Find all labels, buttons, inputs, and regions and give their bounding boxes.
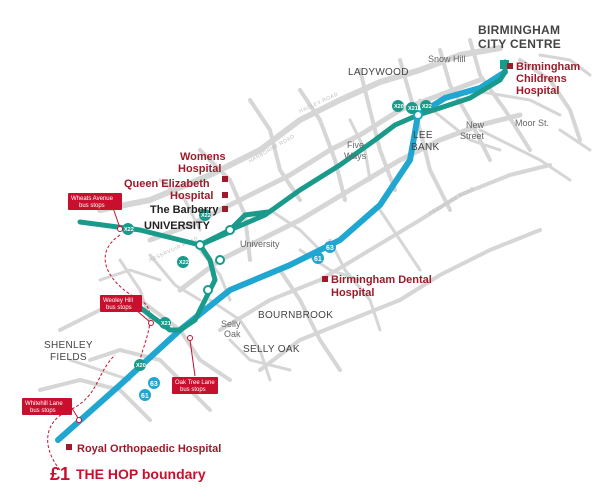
badge-63-south: 63: [150, 381, 158, 388]
area-bournbrook: BOURNBROOK: [258, 310, 333, 321]
area-new-street-2: Street: [460, 131, 485, 141]
poi-marker: [322, 276, 328, 282]
area-shenley-1: SHENLEY: [44, 340, 93, 351]
poi-childrens-2: Childrens: [516, 73, 567, 85]
poi-marker: [507, 63, 513, 69]
area-moor-st: Moor St.: [515, 118, 549, 128]
badge-x22-south: X22: [179, 260, 189, 266]
badge-x21-lee: X21: [408, 106, 418, 112]
poi-barberry-label: The Barberry: [150, 204, 219, 216]
bus-stop-wheats-2: bus stops: [79, 203, 105, 209]
poi-qe-1: Queen Elizabeth: [124, 178, 210, 190]
area-selly-oak-caps: SELLY OAK: [243, 344, 300, 355]
area-selly-oak-1: Selly: [221, 319, 241, 329]
route-nodes: [195, 110, 423, 295]
poi-childrens-3: Hospital: [516, 85, 559, 97]
city-terminus-marker: [500, 60, 509, 69]
poi-childrens: Birmingham Childrens Hospital: [507, 61, 580, 97]
area-shenley-2: FIELDS: [50, 352, 87, 363]
poi-orthopaedic-label: Royal Orthopaedic Hospital: [77, 443, 221, 455]
poi-marker: [222, 176, 228, 182]
badge-x22-lee: X22: [422, 104, 432, 110]
badge-x21: X21: [161, 321, 171, 327]
route-61-63-line: [55, 69, 508, 443]
bus-stop-whitehill-1: Whitehill Lane: [25, 401, 63, 407]
poi-orthopaedic: Royal Orthopaedic Hospital: [66, 443, 221, 455]
area-snow-hill: Snow Hill: [428, 54, 466, 64]
area-new-street-1: New: [466, 120, 485, 130]
bus-stop-whitehill-2: bus stops: [30, 408, 56, 414]
poi-marker: [222, 192, 228, 198]
boundary-legend: £1 THE HOP boundary: [50, 464, 206, 484]
badge-61-south: 61: [141, 393, 149, 400]
area-ladywood: LADYWOOD: [348, 67, 409, 78]
badge-x22-uni: X22: [201, 213, 211, 219]
badge-x20-south: X20: [136, 363, 146, 369]
area-lee-bank-1: LEE: [413, 130, 433, 141]
bus-stop-oak-tree-2: bus stops: [180, 387, 206, 393]
area-city-centre-1: BIRMINGHAM: [478, 23, 560, 37]
poi-womens: Womens Hospital: [178, 151, 228, 182]
poi-marker: [66, 444, 72, 450]
bus-stop-wheats: Wheats Avenue bus stops: [68, 193, 123, 232]
poi-qe: Queen Elizabeth Hospital: [124, 178, 228, 202]
poi-dental-2: Hospital: [331, 287, 374, 299]
legend-price: £1: [50, 464, 70, 484]
area-university-caps: UNIVERSITY: [144, 220, 211, 232]
poi-dental: Birmingham Dental Hospital: [322, 274, 432, 299]
badge-x20-lee: X20: [394, 104, 404, 110]
bus-stop-whitehill: Whitehill Lane bus stops: [22, 398, 82, 423]
poi-barberry: The Barberry: [150, 204, 228, 216]
bus-stop-wheats-1: Wheats Avenue: [71, 196, 114, 202]
area-university: University: [240, 239, 280, 249]
poi-dental-1: Birmingham Dental: [331, 274, 432, 286]
poi-womens-2: Hospital: [178, 163, 221, 175]
poi-qe-2: Hospital: [170, 190, 213, 202]
area-lee-bank-2: BANK: [411, 142, 439, 153]
poi-marker: [222, 206, 228, 212]
bus-stop-weoley-1: Weoley Hill: [103, 298, 133, 304]
badge-61-dental: 61: [314, 256, 322, 263]
badge-63-dental: 63: [326, 245, 334, 252]
bus-stop-oak-tree-1: Oak Tree Lane: [175, 380, 215, 386]
legend-label: THE HOP boundary: [76, 466, 206, 482]
area-five-ways-2: Ways: [344, 151, 367, 161]
bus-stop-weoley-2: bus stops: [106, 305, 132, 311]
bus-stop-oak-tree: Oak Tree Lane bus stops: [172, 335, 218, 394]
area-five-ways-1: Five: [347, 140, 364, 150]
bus-stop-weoley: Weoley Hill bus stops: [100, 295, 154, 326]
badge-x22-west: X22: [124, 227, 134, 233]
route-badges: X22 X22 X22 X21 X20 X20 X21 X22 61 63 61…: [122, 100, 432, 401]
area-selly-oak-2: Oak: [224, 329, 241, 339]
poi-womens-1: Womens: [180, 151, 226, 163]
poi-childrens-1: Birmingham: [516, 61, 580, 73]
road-label-pershore: PERSHORE ROAD: [428, 186, 476, 217]
area-city-centre-2: CITY CENTRE: [478, 37, 561, 51]
